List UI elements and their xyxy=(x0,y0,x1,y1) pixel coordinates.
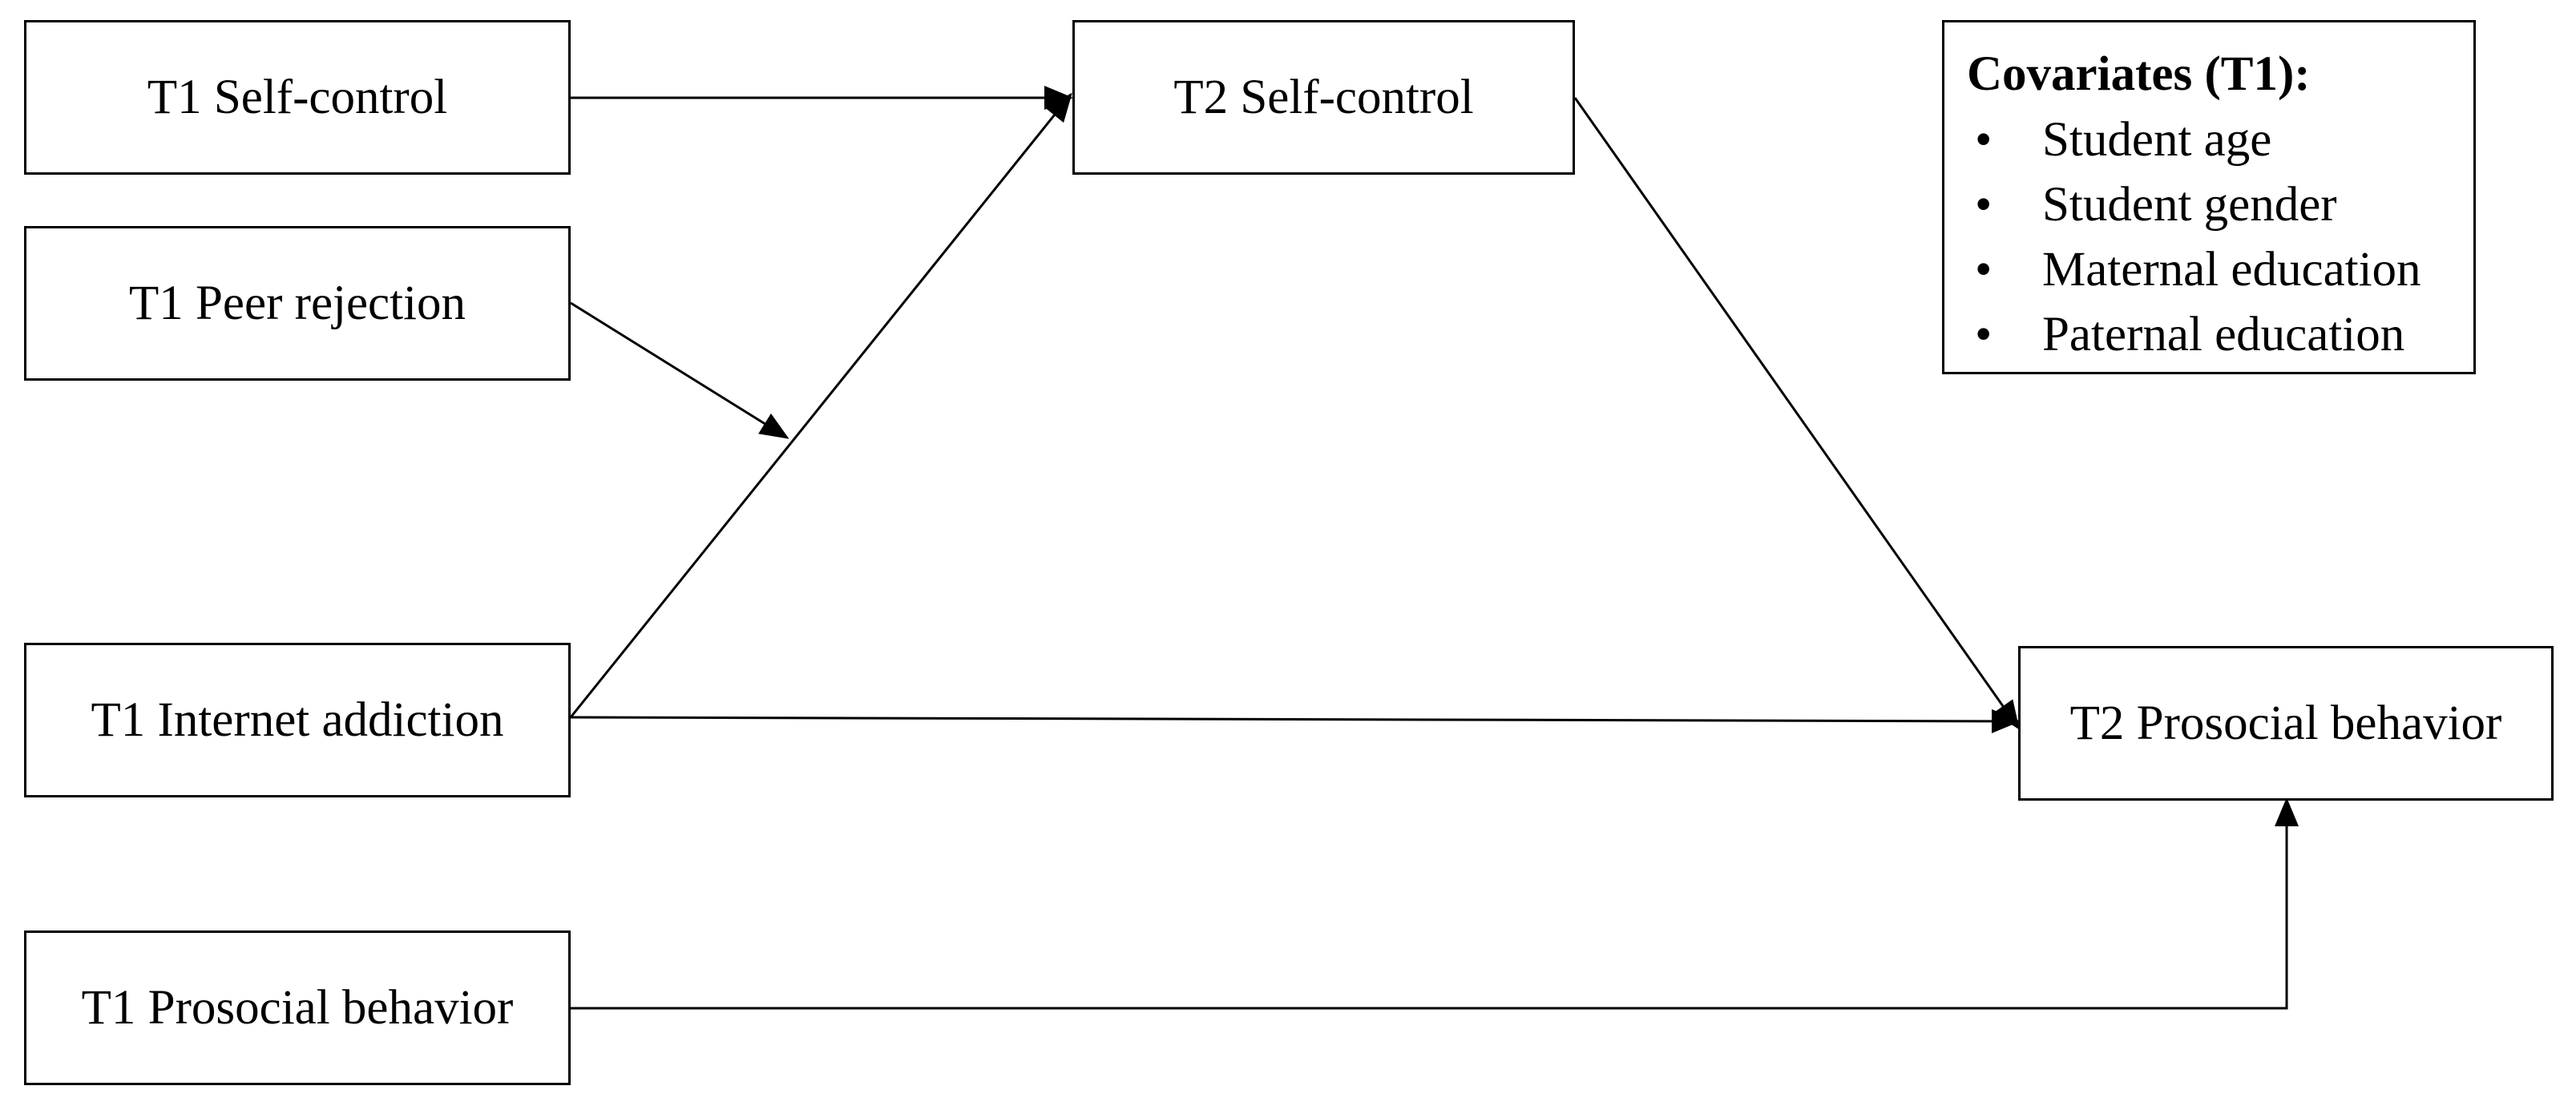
node-t1-prosocial-behavior: T1 Prosocial behavior xyxy=(24,930,571,1085)
node-label: T2 Self-control xyxy=(1173,70,1474,124)
node-t2-self-control: T2 Self-control xyxy=(1072,20,1575,175)
bullet-glyph: • xyxy=(1975,178,1993,232)
covariate-item: • Student gender xyxy=(1967,172,2473,237)
covariate-label: Student gender xyxy=(2042,178,2337,232)
arrow-t2-self-control-to-t2-prosocial xyxy=(1573,97,2020,730)
node-label: T1 Self-control xyxy=(147,70,448,124)
arrow-t1-internet-addiction-to-t2-prosocial xyxy=(570,708,2021,733)
covariate-label: Maternal education xyxy=(2042,243,2421,297)
covariate-item: • Paternal education xyxy=(1967,302,2473,367)
node-label: T1 Peer rejection xyxy=(128,276,466,330)
covariate-item: • Maternal education xyxy=(1967,237,2473,302)
covariate-item: • Student age xyxy=(1967,107,2473,172)
node-label: T1 Prosocial behavior xyxy=(81,980,514,1035)
node-t1-self-control: T1 Self-control xyxy=(24,20,571,175)
covariates-list: • Student age • Student gender • Materna… xyxy=(1967,107,2473,367)
covariate-label: Paternal education xyxy=(2042,308,2405,361)
bullet-glyph: • xyxy=(1975,113,1993,167)
node-t1-peer-rejection: T1 Peer rejection xyxy=(24,226,571,381)
covariates-title: Covariates (T1): xyxy=(1967,47,2311,101)
arrow-peer-rejection-moderation xyxy=(570,301,789,439)
bullet-glyph: • xyxy=(1975,243,1993,297)
arrow-t1-internet-addiction-to-t2-self-control xyxy=(569,92,1072,718)
node-t1-internet-addiction: T1 Internet addiction xyxy=(24,643,571,797)
node-label: T2 Prosocial behavior xyxy=(2069,696,2502,750)
arrow-t1-prosocial-to-t2-prosocial xyxy=(571,797,2299,1010)
node-label: T1 Internet addiction xyxy=(91,692,504,747)
node-t2-prosocial-behavior: T2 Prosocial behavior xyxy=(2018,646,2554,801)
bullet-glyph: • xyxy=(1975,308,1993,361)
covariate-label: Student age xyxy=(2042,113,2272,167)
covariates-box: Covariates (T1): • Student age • Student… xyxy=(1942,20,2476,374)
